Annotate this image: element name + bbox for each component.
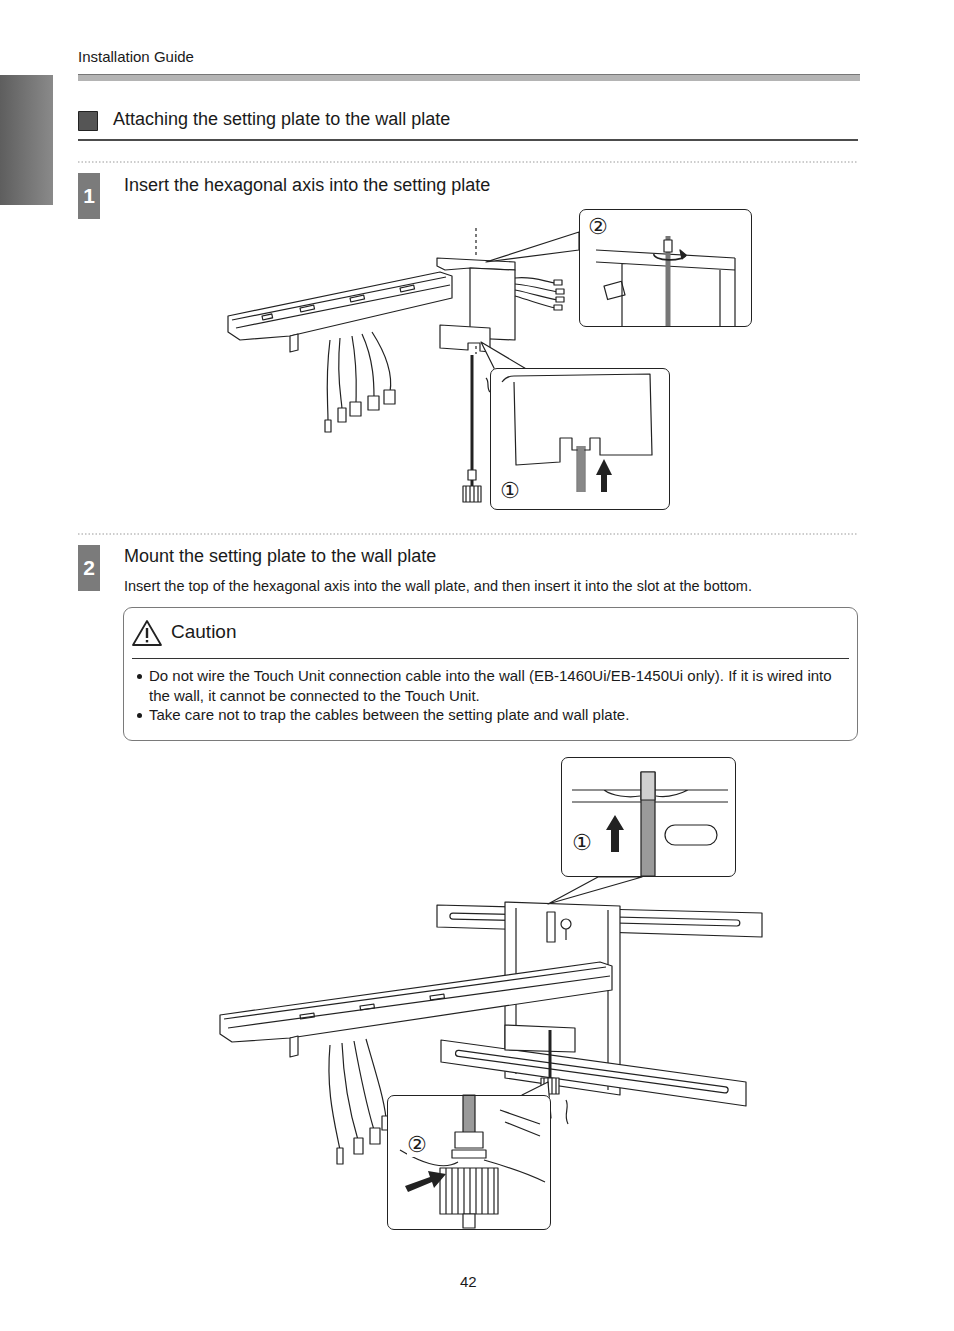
bullet-dot [137,713,142,718]
caution-rule [132,658,849,659]
bullet-dot [137,674,142,679]
caution-header: Caution [124,608,857,658]
section-heading: Attaching the setting plate to the wall … [113,109,450,131]
caution-text: Take care not to trap the cables between… [149,705,849,725]
caution-text: Do not wire the Touch Unit connection ca… [149,666,849,705]
step-number: 2 [78,555,100,580]
bullet-item: Take care not to trap the cables between… [134,705,849,725]
callout-number: ① [572,831,592,855]
page-number: 42 [460,1273,477,1291]
detail-inset: ② [579,209,752,327]
caution-box: Caution Do not wire the Touch Unit connec… [123,607,858,741]
step-badge: 2 [78,545,100,591]
warning-icon [131,619,163,647]
bullet-item: Do not wire the Touch Unit connection ca… [134,666,849,705]
detail-inset: ① [490,368,670,510]
callout-number: ② [588,215,608,239]
step-number: 1 [78,183,100,208]
step-heading: Insert the hexagonal axis into the setti… [124,175,490,197]
step-instruction: Insert the top of the hexagonal axis int… [124,578,752,595]
callout-number: ② [407,1133,427,1157]
callout-number: ① [500,479,520,503]
step-heading: Mount the setting plate to the wall plat… [124,546,436,568]
running-header: Installation Guide [78,48,194,66]
detail-inset: ② [387,1095,551,1230]
caution-heading: Caution [171,621,237,644]
step-badge: 1 [78,173,100,219]
caution-list: Do not wire the Touch Unit connection ca… [124,659,857,725]
detail-inset: ① [561,757,736,877]
